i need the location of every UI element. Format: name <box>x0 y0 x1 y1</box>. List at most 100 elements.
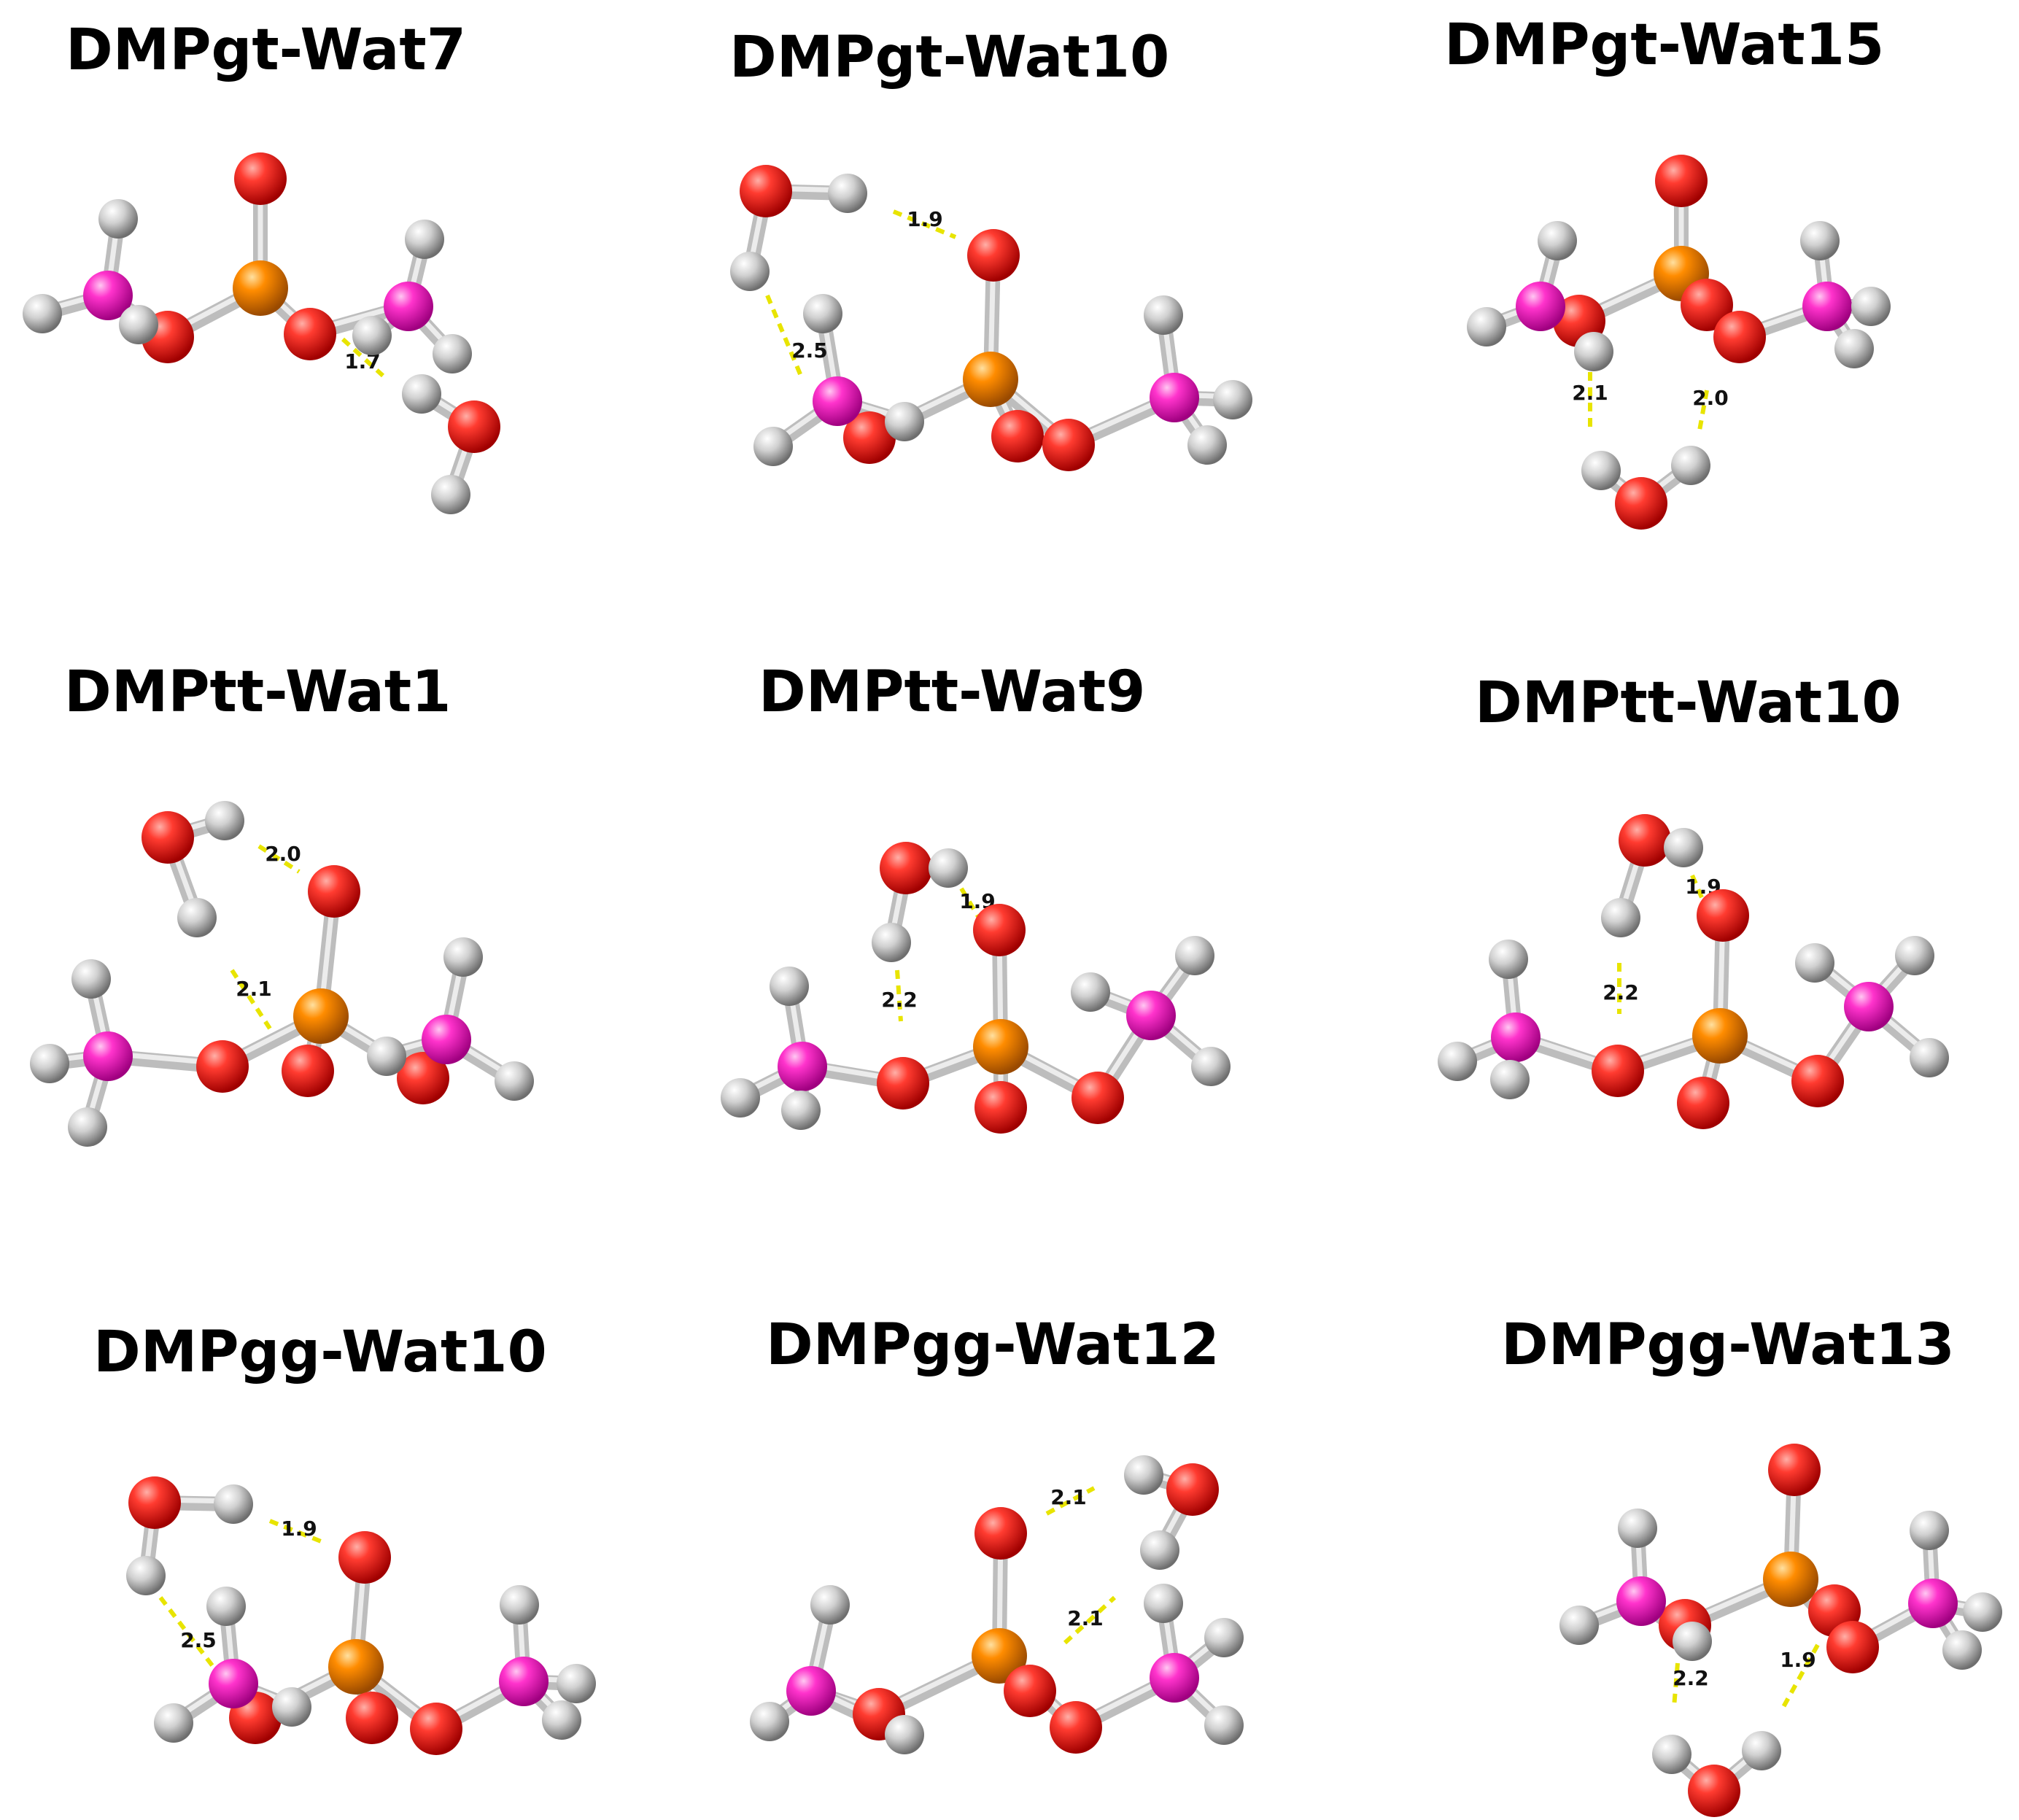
hydrogen-atom <box>781 1091 821 1130</box>
atoms <box>1438 814 1949 1129</box>
oxygen-atom <box>1791 1055 1844 1107</box>
hydrogen-atom <box>721 1078 760 1118</box>
panel: DMPtt-Wat12.02.1 <box>30 659 534 1147</box>
distance-label: 2.1 <box>1050 1485 1087 1509</box>
carbon-atom <box>778 1042 827 1091</box>
oxygen-atom <box>974 1081 1027 1134</box>
hydrogen-atom <box>367 1037 406 1076</box>
distance-label: 2.0 <box>265 842 301 866</box>
distance-label: 2.2 <box>1673 1666 1709 1690</box>
oxygen-atom <box>1655 155 1708 207</box>
hydrogen-bond <box>158 1596 221 1676</box>
carbon-atom <box>83 1031 133 1081</box>
hydrogen-bond <box>892 209 957 239</box>
panel-title: DMPgg-Wat10 <box>93 1320 547 1385</box>
hydrogen-atom <box>1559 1606 1599 1645</box>
hydrogen-atom <box>1489 940 1528 979</box>
panel-title: DMPgt-Wat10 <box>729 25 1169 90</box>
oxygen-atom <box>308 865 360 918</box>
oxygen-atom <box>1071 1072 1124 1124</box>
carbon-atom <box>384 282 433 331</box>
hydrogen-atom <box>1438 1042 1477 1081</box>
hydrogen-bond <box>895 969 903 1022</box>
carbon-atom <box>83 271 133 320</box>
carbon-atom <box>1126 991 1176 1040</box>
distance-label: 2.2 <box>1603 980 1639 1004</box>
hydrogen-atom <box>443 937 483 977</box>
distance-label: 2.5 <box>791 338 828 363</box>
oxygen-atom <box>1042 419 1095 471</box>
atoms <box>1467 155 1891 530</box>
hydrogen-atom <box>402 374 441 414</box>
distance-label: 2.5 <box>180 1628 217 1652</box>
atoms <box>730 165 1252 471</box>
hydrogen-atom <box>1144 295 1183 335</box>
hydrogen-bond <box>1690 874 1705 902</box>
oxygen-atom <box>234 152 287 205</box>
hydrogen-bond <box>765 294 805 381</box>
distance-label: 2.1 <box>236 977 272 1001</box>
hydrogen-atom <box>872 923 911 962</box>
hydrogen-atom <box>1834 329 1874 368</box>
hydrogen-atom <box>1671 446 1710 485</box>
hydrogen-atom <box>828 174 867 213</box>
carbon-atom <box>1802 282 1852 331</box>
distance-label: 2.1 <box>1572 381 1608 405</box>
hydrogen-atom <box>542 1700 581 1740</box>
hydrogen-atom <box>753 427 793 466</box>
oxygen-atom <box>973 904 1026 956</box>
hydrogen-atom <box>68 1107 107 1147</box>
hydrogen-bonds: 2.12.1 <box>1045 1485 1117 1645</box>
phosphorus-atom <box>1763 1552 1818 1607</box>
carbon-atom <box>1844 982 1894 1031</box>
hydrogen-atom <box>1467 307 1506 346</box>
hydrogen-atom <box>177 898 217 937</box>
hydrogen-atom <box>205 801 244 840</box>
hydrogen-bonds: 2.0 2.1 <box>230 842 301 1030</box>
oxygen-atom <box>974 1507 1027 1560</box>
atoms <box>126 1476 596 1755</box>
hydrogen-atom <box>803 294 842 333</box>
hydrogen-atom <box>1581 451 1621 490</box>
hydrogen-atom <box>557 1664 596 1703</box>
hydrogen-atom <box>1574 332 1613 371</box>
hydrogen-atom <box>1795 943 1834 983</box>
hydrogen-atom <box>495 1061 534 1101</box>
hydrogen-atom <box>1204 1705 1244 1745</box>
oxygen-atom <box>410 1703 462 1755</box>
hydrogen-atom <box>1175 936 1214 975</box>
hydrogen-atom <box>1800 221 1840 260</box>
atoms <box>721 842 1231 1134</box>
distance-label: 1.9 <box>1780 1648 1816 1672</box>
oxygen-atom <box>1713 311 1766 363</box>
panel-title: DMPgg-Wat13 <box>1501 1312 1955 1378</box>
oxygen-atom <box>1619 814 1671 867</box>
hydrogen-atom <box>1652 1735 1691 1774</box>
hydrogen-atom <box>770 967 809 1006</box>
hydrogen-atom <box>500 1585 539 1625</box>
hydrogen-atom <box>431 475 470 514</box>
hydrogen-atom <box>1910 1038 1949 1077</box>
oxygen-atom <box>338 1531 391 1584</box>
panel-title: DMPgt-Wat7 <box>66 18 466 83</box>
hydrogen-atom <box>810 1585 850 1625</box>
distance-label: 1.9 <box>907 207 943 231</box>
hydrogen-bonds: 1.9 2.5 <box>765 207 957 381</box>
oxygen-atom <box>1050 1701 1102 1754</box>
hydrogen-atom <box>272 1687 311 1727</box>
carbon-atom <box>786 1666 836 1716</box>
oxygen-atom <box>397 1052 449 1104</box>
oxygen-atom <box>1697 889 1749 942</box>
hydrogen-atom <box>1673 1622 1712 1661</box>
oxygen-atom <box>284 308 336 360</box>
panel: DMPgt-Wat10 1.9 2.5 <box>729 25 1252 471</box>
hydrogen-bond <box>1781 1643 1820 1708</box>
hydrogen-atom <box>929 848 968 888</box>
hydrogen-bond <box>959 887 981 919</box>
hydrogen-atom <box>1618 1509 1657 1548</box>
